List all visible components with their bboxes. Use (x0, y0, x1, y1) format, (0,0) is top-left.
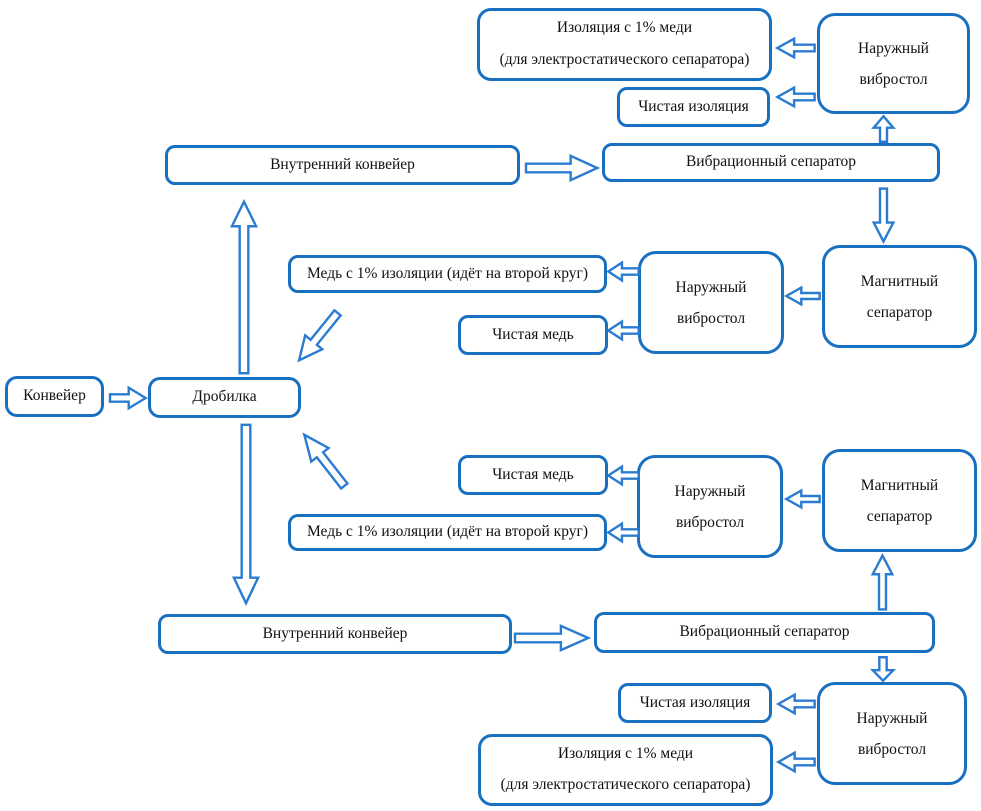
node-label: Медь с 1% изоляции (идёт на второй круг) (306, 523, 589, 541)
node-clean-insulation-bottom: Чистая изоляция (618, 683, 772, 723)
node-internal-conveyor-top: Внутренний конвейер (165, 145, 520, 185)
arrow-right-internal-conveyor-bottom-to-vibration-separator-bottom (515, 625, 589, 651)
node-outer-vibrotable-top: Наружный вибростол (817, 13, 970, 114)
arrow-diagonal-copper-upper-to-crusher (289, 305, 348, 370)
node-conveyor: Конвейер (5, 376, 104, 417)
node-label: Вибрационный сепаратор (685, 153, 857, 171)
node-clean-copper-lower: Чистая медь (458, 455, 608, 495)
node-magnetic-separator-top: Магнитный сепаратор (822, 245, 977, 348)
arrow-up-vibration-separator-bottom-to-magnetic-separator-bottom (872, 555, 893, 610)
node-label: Конвейер (23, 387, 86, 405)
arrow-down-vibration-separator-top-to-magnetic-separator-top (873, 188, 894, 242)
arrow-right-internal-conveyor-top-to-vibration-separator-top (526, 155, 598, 181)
node-magnetic-separator-bottom: Магнитный сепаратор (822, 449, 977, 552)
node-insulation-with-copper-bottom: Изоляция с 1% меди (для электростатическ… (478, 734, 773, 806)
node-label: Магнитный сепаратор (860, 476, 939, 525)
node-vibration-separator-top: Вибрационный сепаратор (602, 143, 940, 182)
node-label: Магнитный сепаратор (860, 272, 939, 321)
node-label: Изоляция с 1% меди (557, 745, 694, 763)
node-vibration-separator-bottom: Вибрационный сепаратор (594, 612, 935, 653)
node-clean-copper-upper: Чистая медь (458, 315, 608, 355)
arrow-right-conveyor-to-crusher (110, 387, 146, 409)
arrow-left-outer-vibrotable-top-to-insulation-top (777, 38, 815, 58)
arrow-up-vibration-separator-top-to-outer-vibrotable-top (873, 116, 894, 142)
node-outer-vibrotable-mid-lower: Наружный вибростол (637, 455, 783, 558)
node-copper-with-insulation-lower: Медь с 1% изоляции (идёт на второй круг) (288, 514, 607, 551)
node-copper-with-insulation-upper: Медь с 1% изоляции (идёт на второй круг) (288, 255, 607, 293)
node-label: Наружный вибростол (675, 278, 747, 327)
node-outer-vibrotable-bottom: Наружный вибростол (817, 682, 967, 785)
arrow-up-crusher-to-internal-conveyor-top (231, 200, 257, 375)
node-label: Внутренний конвейер (262, 624, 408, 642)
node-label: Медь с 1% изоляции (идёт на второй круг) (306, 264, 589, 282)
node-label: (для электростатического сепаратора) (500, 776, 751, 794)
node-label: Наружный вибростол (856, 709, 928, 758)
node-label: Изоляция с 1% меди (556, 19, 693, 37)
node-internal-conveyor-bottom: Внутренний конвейер (158, 614, 512, 654)
node-crusher: Дробилка (148, 377, 301, 418)
node-label: Чистая медь (492, 465, 574, 483)
node-label: Вибрационный сепаратор (679, 623, 850, 641)
arrow-left-outer-vibrotable-bottom-to-insulation-bottom (778, 752, 815, 772)
arrow-left-magnetic-separator-top-to-outer-vibrotable-mid-upper (786, 287, 820, 305)
node-label: Чистая изоляция (638, 97, 749, 115)
node-label: Дробилка (192, 388, 257, 406)
arrow-left-magnetic-separator-bottom-to-outer-vibrotable-mid-lower (786, 490, 820, 508)
arrow-diagonal-copper-lower-to-crusher (294, 426, 355, 494)
node-insulation-with-copper-top: Изоляция с 1% меди (для электростатическ… (477, 8, 772, 81)
node-label: Чистая изоляция (639, 693, 751, 711)
node-label: Наружный вибростол (674, 482, 746, 531)
node-label: Наружный вибростол (858, 39, 929, 88)
arrow-left-outer-vibrotable-mid-lower-to-copper-lower (608, 523, 639, 542)
arrow-left-outer-vibrotable-top-to-clean-insulation-top (777, 87, 815, 107)
arrow-down-crusher-to-internal-conveyor-bottom (233, 423, 259, 605)
node-label: Чистая медь (492, 325, 574, 343)
node-label: (для электростатического сепаратора) (499, 50, 750, 68)
arrow-down-vibration-separator-bottom-to-outer-vibrotable-bottom (872, 657, 894, 681)
arrow-left-outer-vibrotable-bottom-to-clean-insulation-bottom (778, 694, 815, 714)
arrow-left-outer-vibrotable-mid-lower-to-clean-copper-lower (608, 466, 639, 485)
node-label: Внутренний конвейер (270, 155, 415, 173)
node-outer-vibrotable-mid-upper: Наружный вибростол (638, 251, 784, 354)
arrow-left-outer-vibrotable-mid-upper-to-clean-copper-upper (608, 321, 639, 340)
arrow-left-outer-vibrotable-mid-upper-to-copper-upper (608, 262, 639, 281)
node-clean-insulation-top: Чистая изоляция (617, 87, 770, 127)
